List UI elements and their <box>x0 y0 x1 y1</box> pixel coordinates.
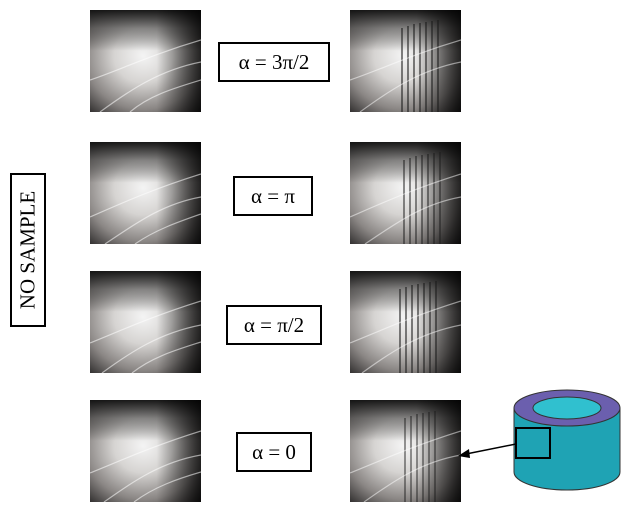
photo-sample-row1 <box>350 10 461 112</box>
no-sample-label: NO SAMPLE <box>15 190 40 310</box>
cylinder-sample-diagram <box>513 389 621 491</box>
pointer-arrow <box>465 443 517 455</box>
photo-no-sample-row2 <box>90 142 201 244</box>
photo-no-sample-row1 <box>90 10 201 112</box>
photo-no-sample-row4 <box>90 400 201 502</box>
alpha-label-row2: α = π <box>233 176 313 216</box>
alpha-label-row3: α = π/2 <box>226 305 322 345</box>
alpha-label-row4: α = 0 <box>236 432 312 472</box>
alpha-label-row1: α = 3π/2 <box>218 42 330 82</box>
photo-sample-row4 <box>350 400 461 502</box>
photo-no-sample-row3 <box>90 271 201 373</box>
no-sample-label-box: NO SAMPLE <box>10 173 46 327</box>
photo-sample-row3 <box>350 271 461 373</box>
photo-sample-row2 <box>350 142 461 244</box>
